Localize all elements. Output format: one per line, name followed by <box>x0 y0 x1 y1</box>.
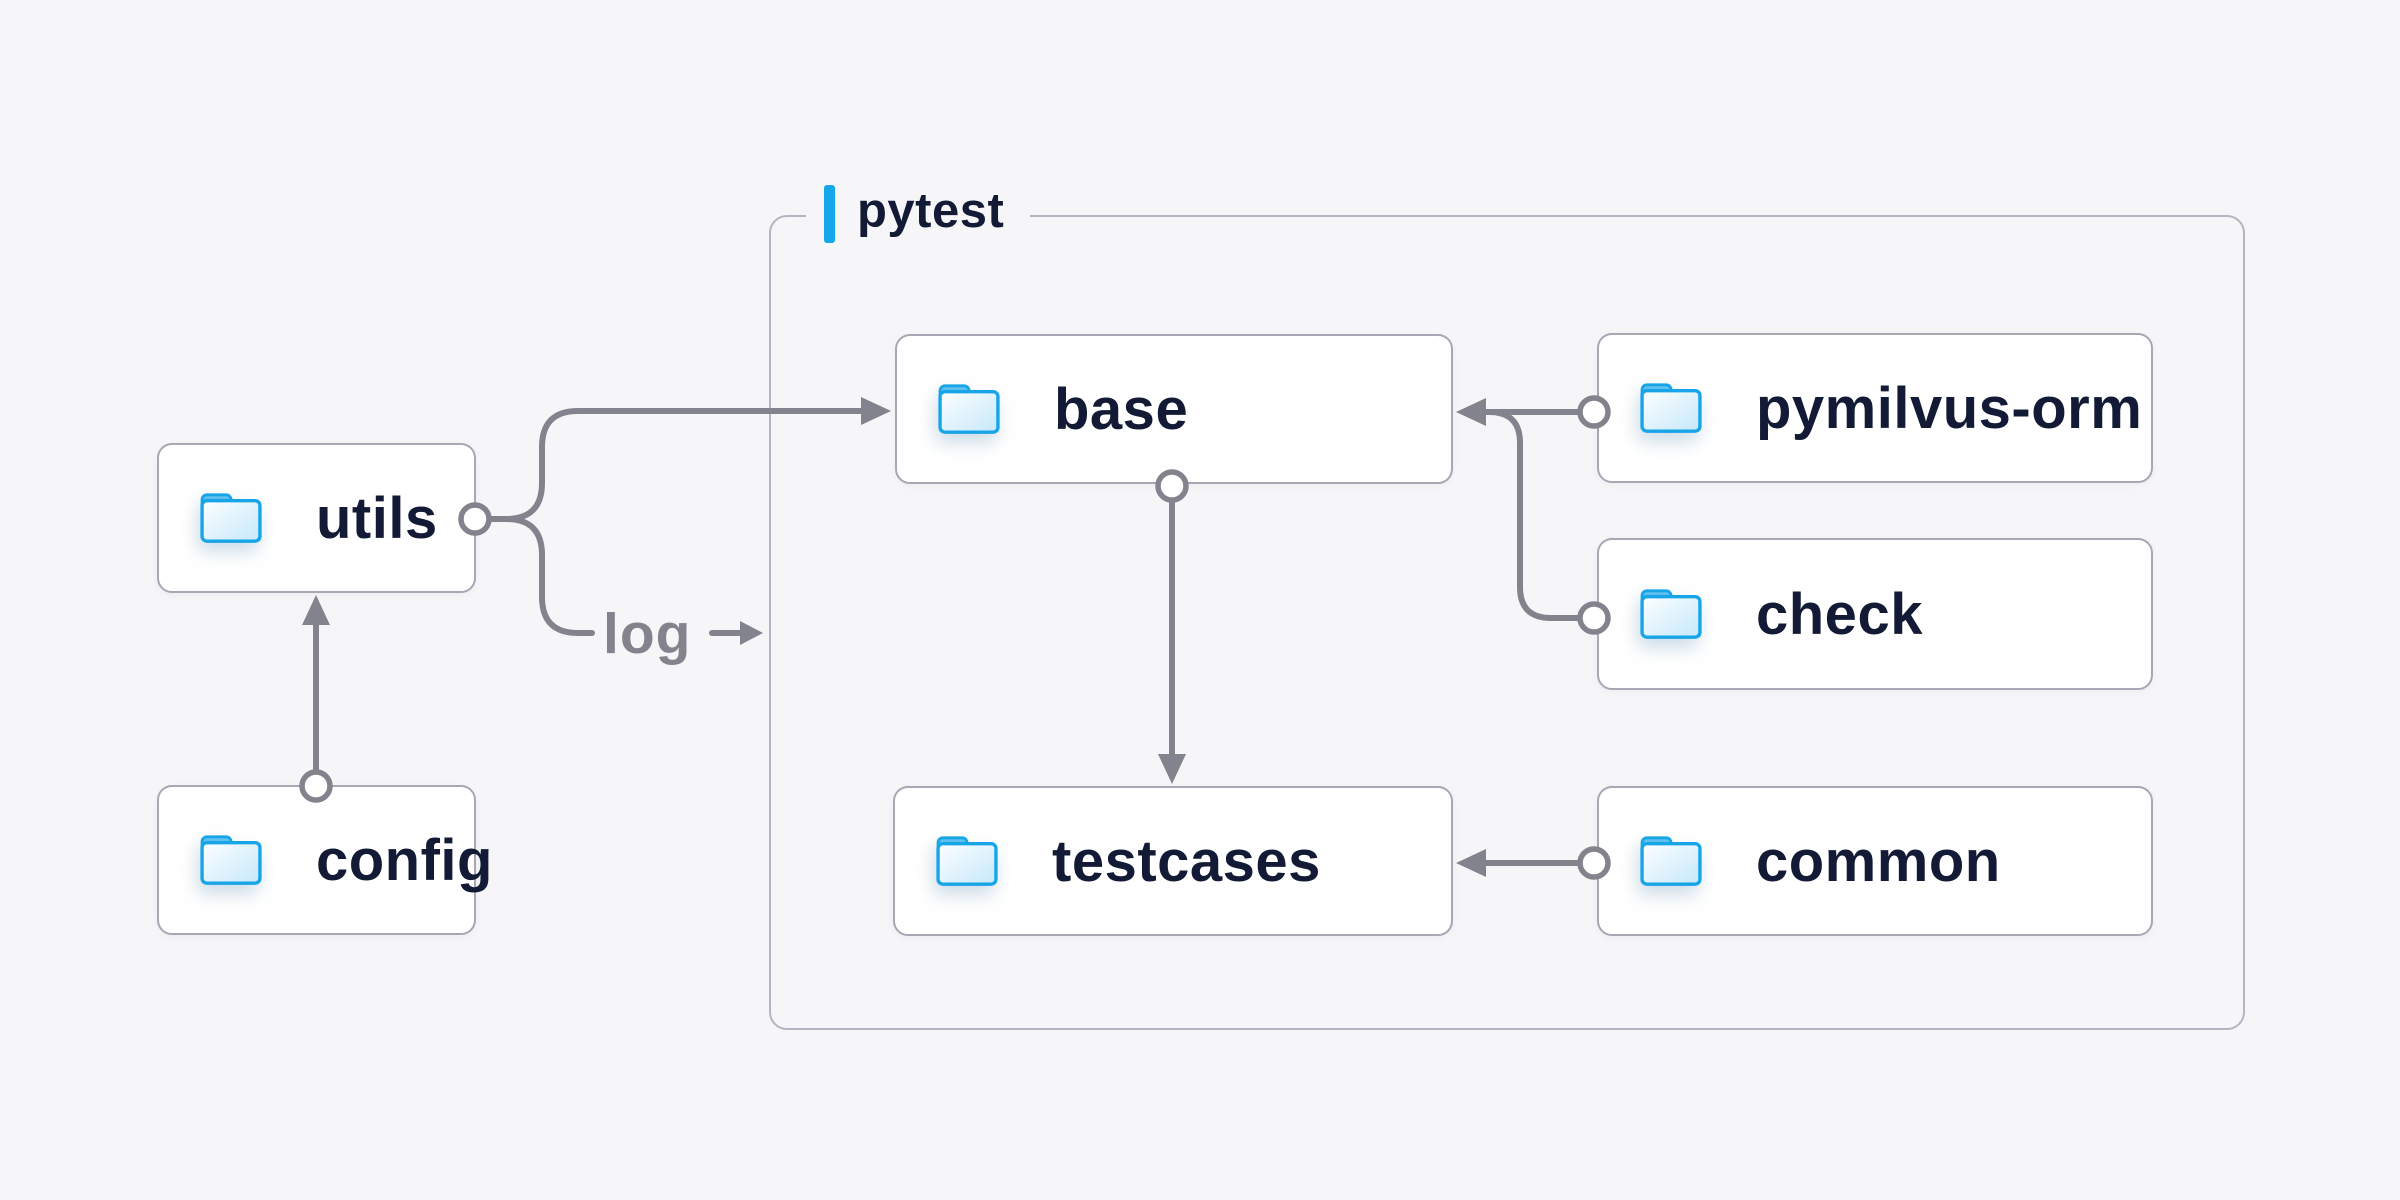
node-utils: utils <box>157 443 476 593</box>
folder-icon <box>936 836 998 886</box>
node-label: utils <box>316 485 438 551</box>
pytest-group-frame <box>769 215 2245 1030</box>
node-label: base <box>1054 376 1189 442</box>
folder-icon <box>1640 589 1702 639</box>
accent-bar-icon <box>824 185 835 243</box>
node-label: pymilvus-orm <box>1756 375 2143 441</box>
folder-icon <box>938 384 1000 434</box>
node-testcases: testcases <box>893 786 1453 936</box>
pytest-label-text: pytest <box>857 184 1005 238</box>
edge-label-log: log <box>603 602 692 666</box>
arrowhead-into-utils <box>302 595 330 625</box>
node-common: common <box>1597 786 2153 936</box>
edge-utils-log-line <box>503 516 595 636</box>
node-label: common <box>1756 828 2001 894</box>
folder-icon <box>1640 836 1702 886</box>
arrowhead-log <box>740 621 763 645</box>
node-config: config <box>157 785 492 935</box>
node-pymilvus-orm: pymilvus-orm <box>1597 333 2153 483</box>
folder-icon <box>200 835 262 885</box>
folder-icon <box>1640 383 1702 433</box>
node-label: testcases <box>1052 828 1321 894</box>
node-base: base <box>895 334 1453 484</box>
node-check: check <box>1597 538 2153 690</box>
node-label: check <box>1756 581 1923 647</box>
node-label: config <box>316 827 493 893</box>
pytest-group-label: pytest <box>806 183 1031 245</box>
folder-icon <box>200 493 262 543</box>
